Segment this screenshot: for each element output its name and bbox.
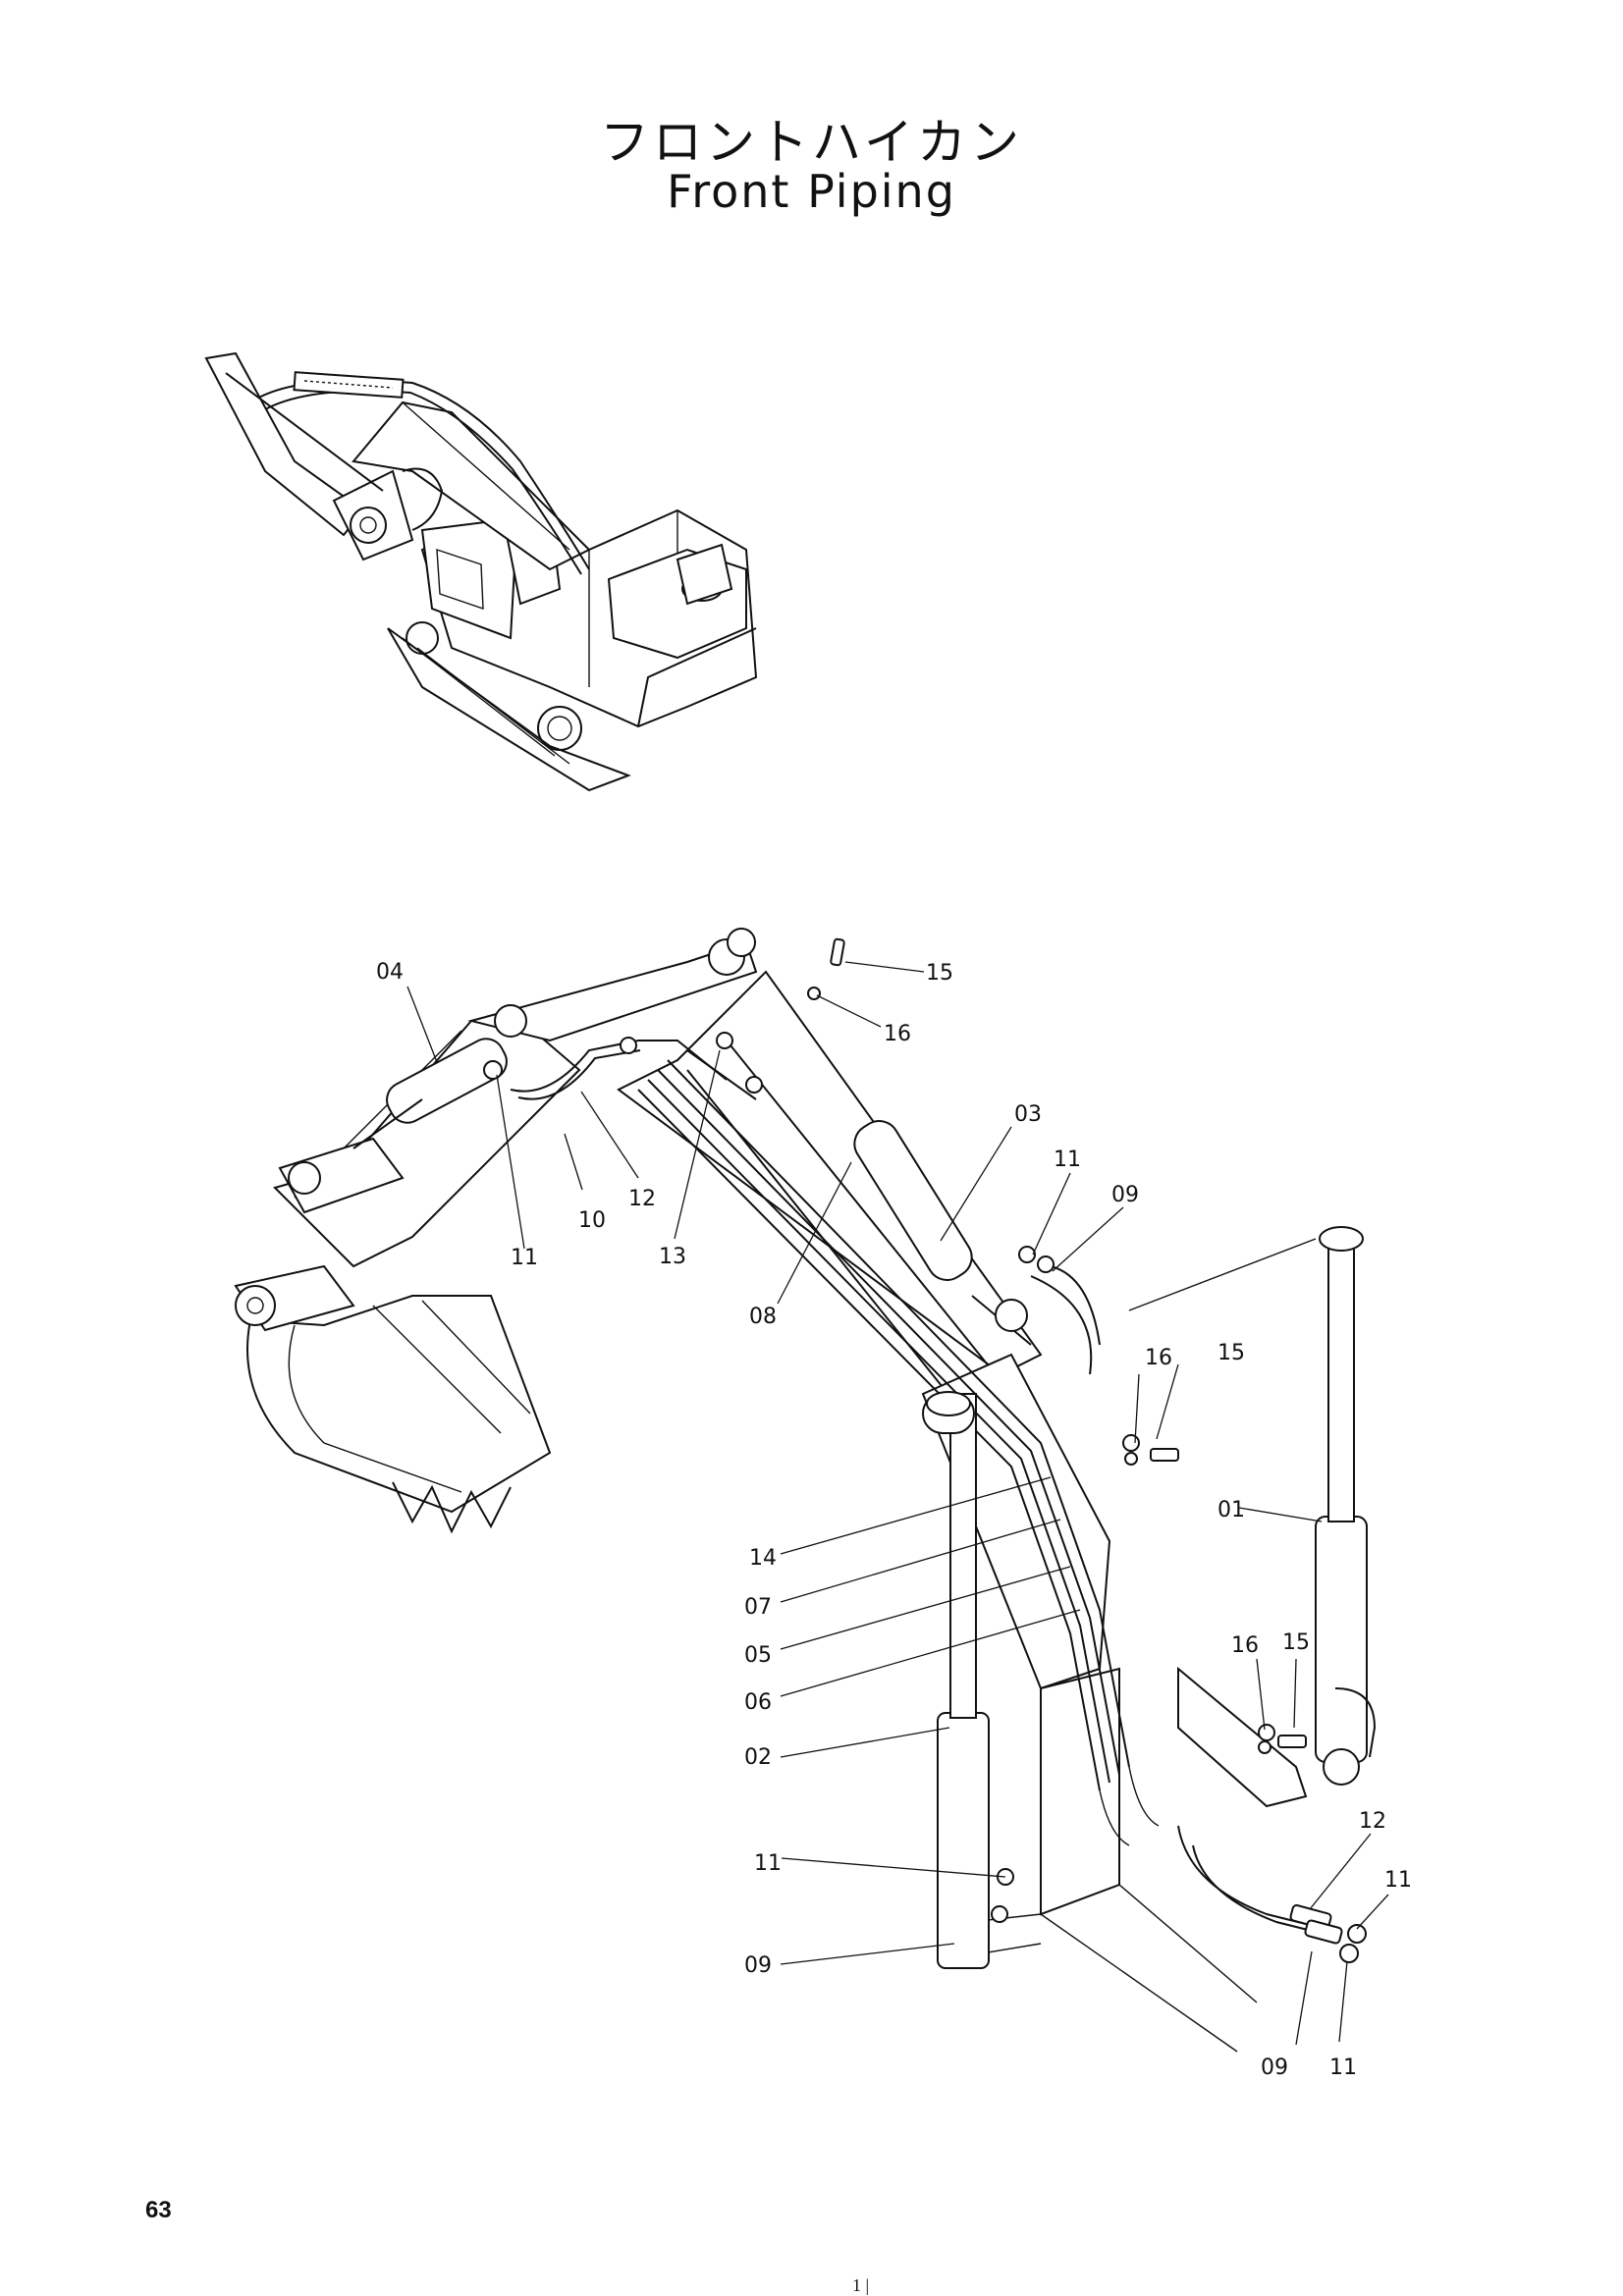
callout-11-upper-left: 11 [511, 1246, 538, 1270]
page-number: 63 [145, 2197, 172, 2223]
callout-11-right: 11 [1384, 1868, 1412, 1893]
excavator-overview-illustration [204, 351, 758, 792]
footer-mark: 1 | [852, 2275, 870, 2295]
callout-16-lower: 16 [1231, 1633, 1259, 1658]
callout-labels: 01 02 03 04 05 06 07 08 09 09 09 10 11 1… [376, 960, 1412, 2080]
callout-11-left: 11 [754, 1851, 782, 1876]
callout-05: 05 [744, 1643, 772, 1668]
page-title-japanese: フロントハイカン [600, 114, 1023, 171]
callout-10: 10 [578, 1208, 606, 1233]
callout-16-top: 16 [884, 1022, 911, 1046]
callout-15-top: 15 [926, 961, 953, 986]
callout-11-top: 11 [1054, 1148, 1081, 1172]
callout-12-upper: 12 [628, 1187, 656, 1211]
callout-02: 02 [744, 1745, 772, 1770]
callout-14: 14 [749, 1546, 777, 1571]
callout-07: 07 [744, 1595, 772, 1620]
leader-lines [406, 961, 1389, 2046]
callout-06: 06 [744, 1690, 772, 1715]
callout-15-mid: 15 [1217, 1341, 1245, 1365]
callout-09-left: 09 [744, 1953, 772, 1978]
page-title-english: Front Piping [667, 165, 956, 218]
callout-16-mid: 16 [1145, 1346, 1172, 1370]
callout-09-bottom: 09 [1261, 2056, 1288, 2080]
callout-11-bottom: 11 [1329, 2056, 1357, 2080]
front-assembly-drawing [234, 928, 1377, 2053]
callout-12-lower: 12 [1359, 1809, 1386, 1834]
callout-09-top: 09 [1111, 1183, 1139, 1207]
callout-04: 04 [376, 960, 404, 985]
callout-15-lower: 15 [1282, 1630, 1310, 1655]
callout-03: 03 [1014, 1102, 1042, 1127]
callout-08: 08 [749, 1305, 777, 1329]
callout-13: 13 [659, 1245, 686, 1269]
callout-01: 01 [1217, 1498, 1245, 1522]
